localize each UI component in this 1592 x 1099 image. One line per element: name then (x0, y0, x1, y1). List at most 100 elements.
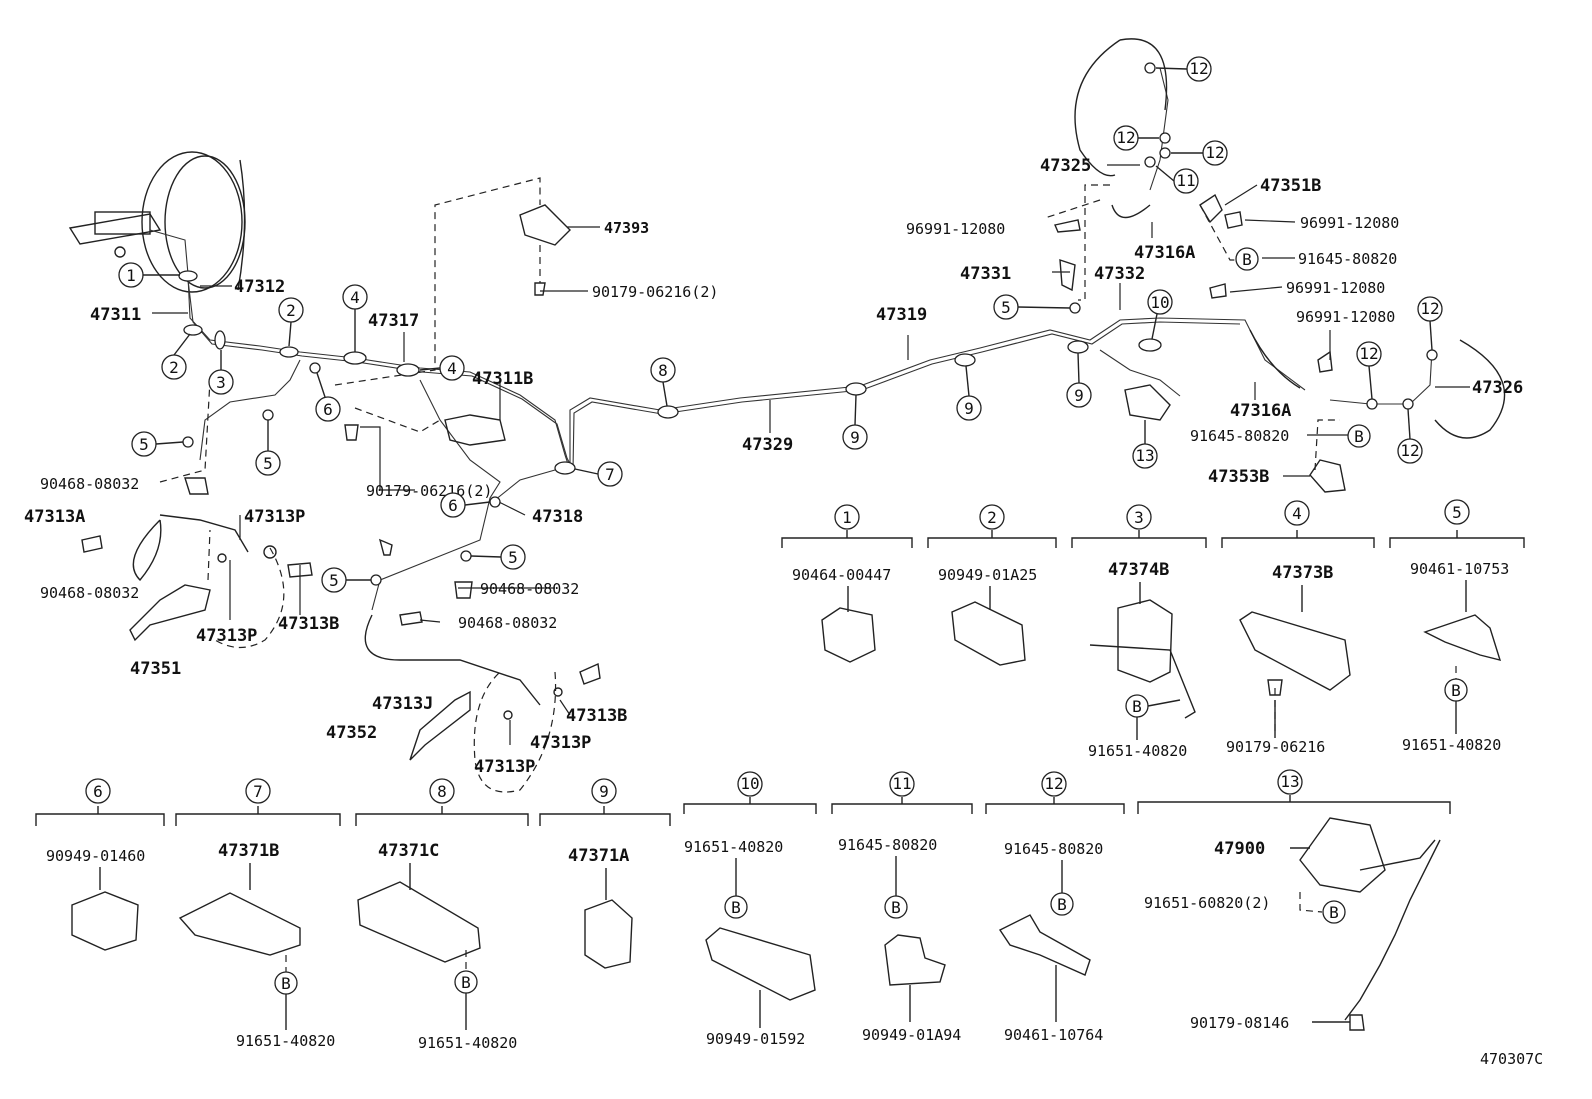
brake-pipe-bundle (187, 67, 1433, 611)
detail-box-1: 1 90464-00447 (781, 504, 913, 663)
detail-2-part-1: 90949-01A25 (938, 566, 1037, 584)
svg-text:B: B (1451, 681, 1461, 700)
part-label-90468-08032-d: 90468-08032 (458, 614, 557, 632)
svg-text:5: 5 (1001, 298, 1011, 317)
part-label-90468-08032-b: 90468-08032 (40, 584, 139, 602)
detail-5-part-1: 90461-10753 (1410, 560, 1509, 578)
diagram-code: 470307C (1480, 1050, 1543, 1068)
svg-text:12: 12 (1359, 344, 1378, 363)
detail-box-9: 9 47371A (539, 778, 671, 969)
part-label-47316a-b: 47316A (1230, 401, 1291, 421)
callout-9-a: 9 (842, 394, 868, 450)
detail-11-part-1: 91645-80820 (838, 836, 937, 854)
svg-text:12: 12 (1400, 441, 1419, 460)
detail-13-part-2: 91651-60820(2) (1144, 894, 1270, 912)
svg-text:9: 9 (599, 782, 609, 801)
part-label-47313p-c: 47313P (530, 733, 591, 753)
part-label-47313j: 47313J (372, 694, 433, 714)
part-label-96991-12080-d: 96991-12080 (1296, 308, 1395, 326)
part-label-47351b: 47351B (1260, 176, 1321, 196)
detail-3-part-2: 91651-40820 (1088, 742, 1187, 760)
svg-text:3: 3 (216, 373, 226, 392)
svg-text:10: 10 (1150, 293, 1169, 312)
detail-5-part-2: 91651-40820 (1402, 736, 1501, 754)
svg-text:B: B (461, 973, 471, 992)
part-label-47317: 47317 (368, 311, 419, 331)
part-label-47312: 47312 (234, 277, 285, 297)
detail-7-part-1: 47371B (218, 841, 279, 861)
part-label-47311b: 47311B (472, 369, 533, 389)
callout-3: 3 (208, 350, 234, 395)
part-label-47313p-a: 47313P (244, 507, 305, 527)
detail-8-part-1: 47371C (378, 841, 439, 861)
callout-12-f: 12 (1397, 408, 1423, 464)
callout-2-a: 2 (161, 333, 191, 380)
part-label-47352: 47352 (326, 723, 377, 743)
brackets-main (81, 193, 1346, 761)
detail-13-part-1: 47900 (1214, 839, 1265, 859)
callout-12-d: 12 (1417, 296, 1443, 351)
detail-box-6: 6 90949-01460 (35, 778, 165, 951)
part-label-47313p-b: 47313P (196, 626, 257, 646)
detail-11-part-2: 90949-01A94 (862, 1026, 961, 1044)
part-label-47313a: 47313A (24, 507, 85, 527)
svg-text:8: 8 (437, 782, 447, 801)
svg-text:6: 6 (93, 782, 103, 801)
part-label-47313b-b: 47313B (566, 706, 627, 726)
callout-5-b: 5 (255, 420, 281, 476)
svg-text:5: 5 (508, 548, 518, 567)
callout-4-a: 4 (342, 284, 368, 352)
part-label-47325: 47325 (1040, 156, 1091, 176)
svg-text:1: 1 (842, 508, 852, 527)
part-label-90179-06216-2-b: 90179-06216(2) (366, 482, 492, 500)
svg-text:1: 1 (126, 266, 136, 285)
callout-1: 1 (118, 262, 180, 288)
part-label-96991-12080-a: 96991-12080 (906, 220, 1005, 238)
part-label-47332: 47332 (1094, 264, 1145, 284)
svg-text:9: 9 (1074, 386, 1084, 405)
detail-1-part-1: 90464-00447 (792, 566, 891, 584)
svg-text:2: 2 (286, 301, 296, 320)
detail-box-2: 2 90949-01A25 (927, 504, 1057, 666)
callout-6-b: 6 (440, 492, 491, 518)
detail-legend: 1 90464-00447 2 90949-01A25 3 47374B (35, 499, 1525, 1052)
svg-text:8: 8 (658, 361, 668, 380)
part-label-47316a-a: 47316A (1134, 243, 1195, 263)
part-label-47318: 47318 (532, 507, 583, 527)
detail-8-part-2: 91651-40820 (418, 1034, 517, 1052)
callout-12-a: 12 (1155, 56, 1212, 82)
svg-text:4: 4 (447, 359, 457, 378)
svg-text:13: 13 (1280, 772, 1299, 791)
guide-lines (159, 38, 1506, 913)
leader-lines (152, 164, 1470, 745)
part-label-47326: 47326 (1472, 378, 1523, 398)
svg-text:9: 9 (850, 428, 860, 447)
svg-text:12: 12 (1116, 128, 1135, 147)
part-label-47351: 47351 (130, 659, 181, 679)
svg-text:2: 2 (169, 358, 179, 377)
svg-text:3: 3 (1134, 508, 1144, 527)
detail-box-8: 8 47371C B 91651-40820 (355, 778, 529, 1052)
callout-5-d: 5 (321, 567, 371, 593)
detail-box-11: 11 91645-80820 B 90949-01A94 (831, 771, 973, 1044)
callout-12-c: 12 (1171, 140, 1228, 166)
detail-box-10: 10 91651-40820 B 90949-01592 (683, 771, 817, 1048)
detail-box-7: 7 47371B B 91651-40820 (175, 778, 341, 1050)
detail-13-part-3: 90179-08146 (1190, 1014, 1289, 1032)
svg-text:6: 6 (323, 400, 333, 419)
part-label-47329: 47329 (742, 435, 793, 455)
svg-text:5: 5 (1452, 503, 1462, 522)
part-label-47313b-a: 47313B (278, 614, 339, 634)
callout-5-e: 5 (993, 294, 1071, 320)
part-label-91645-80820-a: 91645-80820 (1298, 250, 1397, 268)
svg-text:2: 2 (987, 508, 997, 527)
part-label-47313p-d: 47313P (474, 757, 535, 777)
svg-text:6: 6 (448, 496, 458, 515)
detail-box-3: 3 47374B B 91651-40820 (1071, 504, 1207, 760)
detail-box-13: 13 47900 91651-60820(2) B 90179-08146 (1137, 769, 1451, 1032)
detail-4-part-2: 90179-06216 (1226, 738, 1325, 756)
callout-markers: 1 2 2 3 4 4 5 5 5 5 5 6 6 7 8 9 9 9 10 1… (118, 56, 1443, 593)
brake-booster-drawing (68, 151, 246, 293)
part-label-47353b: 47353B (1208, 467, 1269, 487)
callout-13: 13 (1132, 420, 1158, 469)
